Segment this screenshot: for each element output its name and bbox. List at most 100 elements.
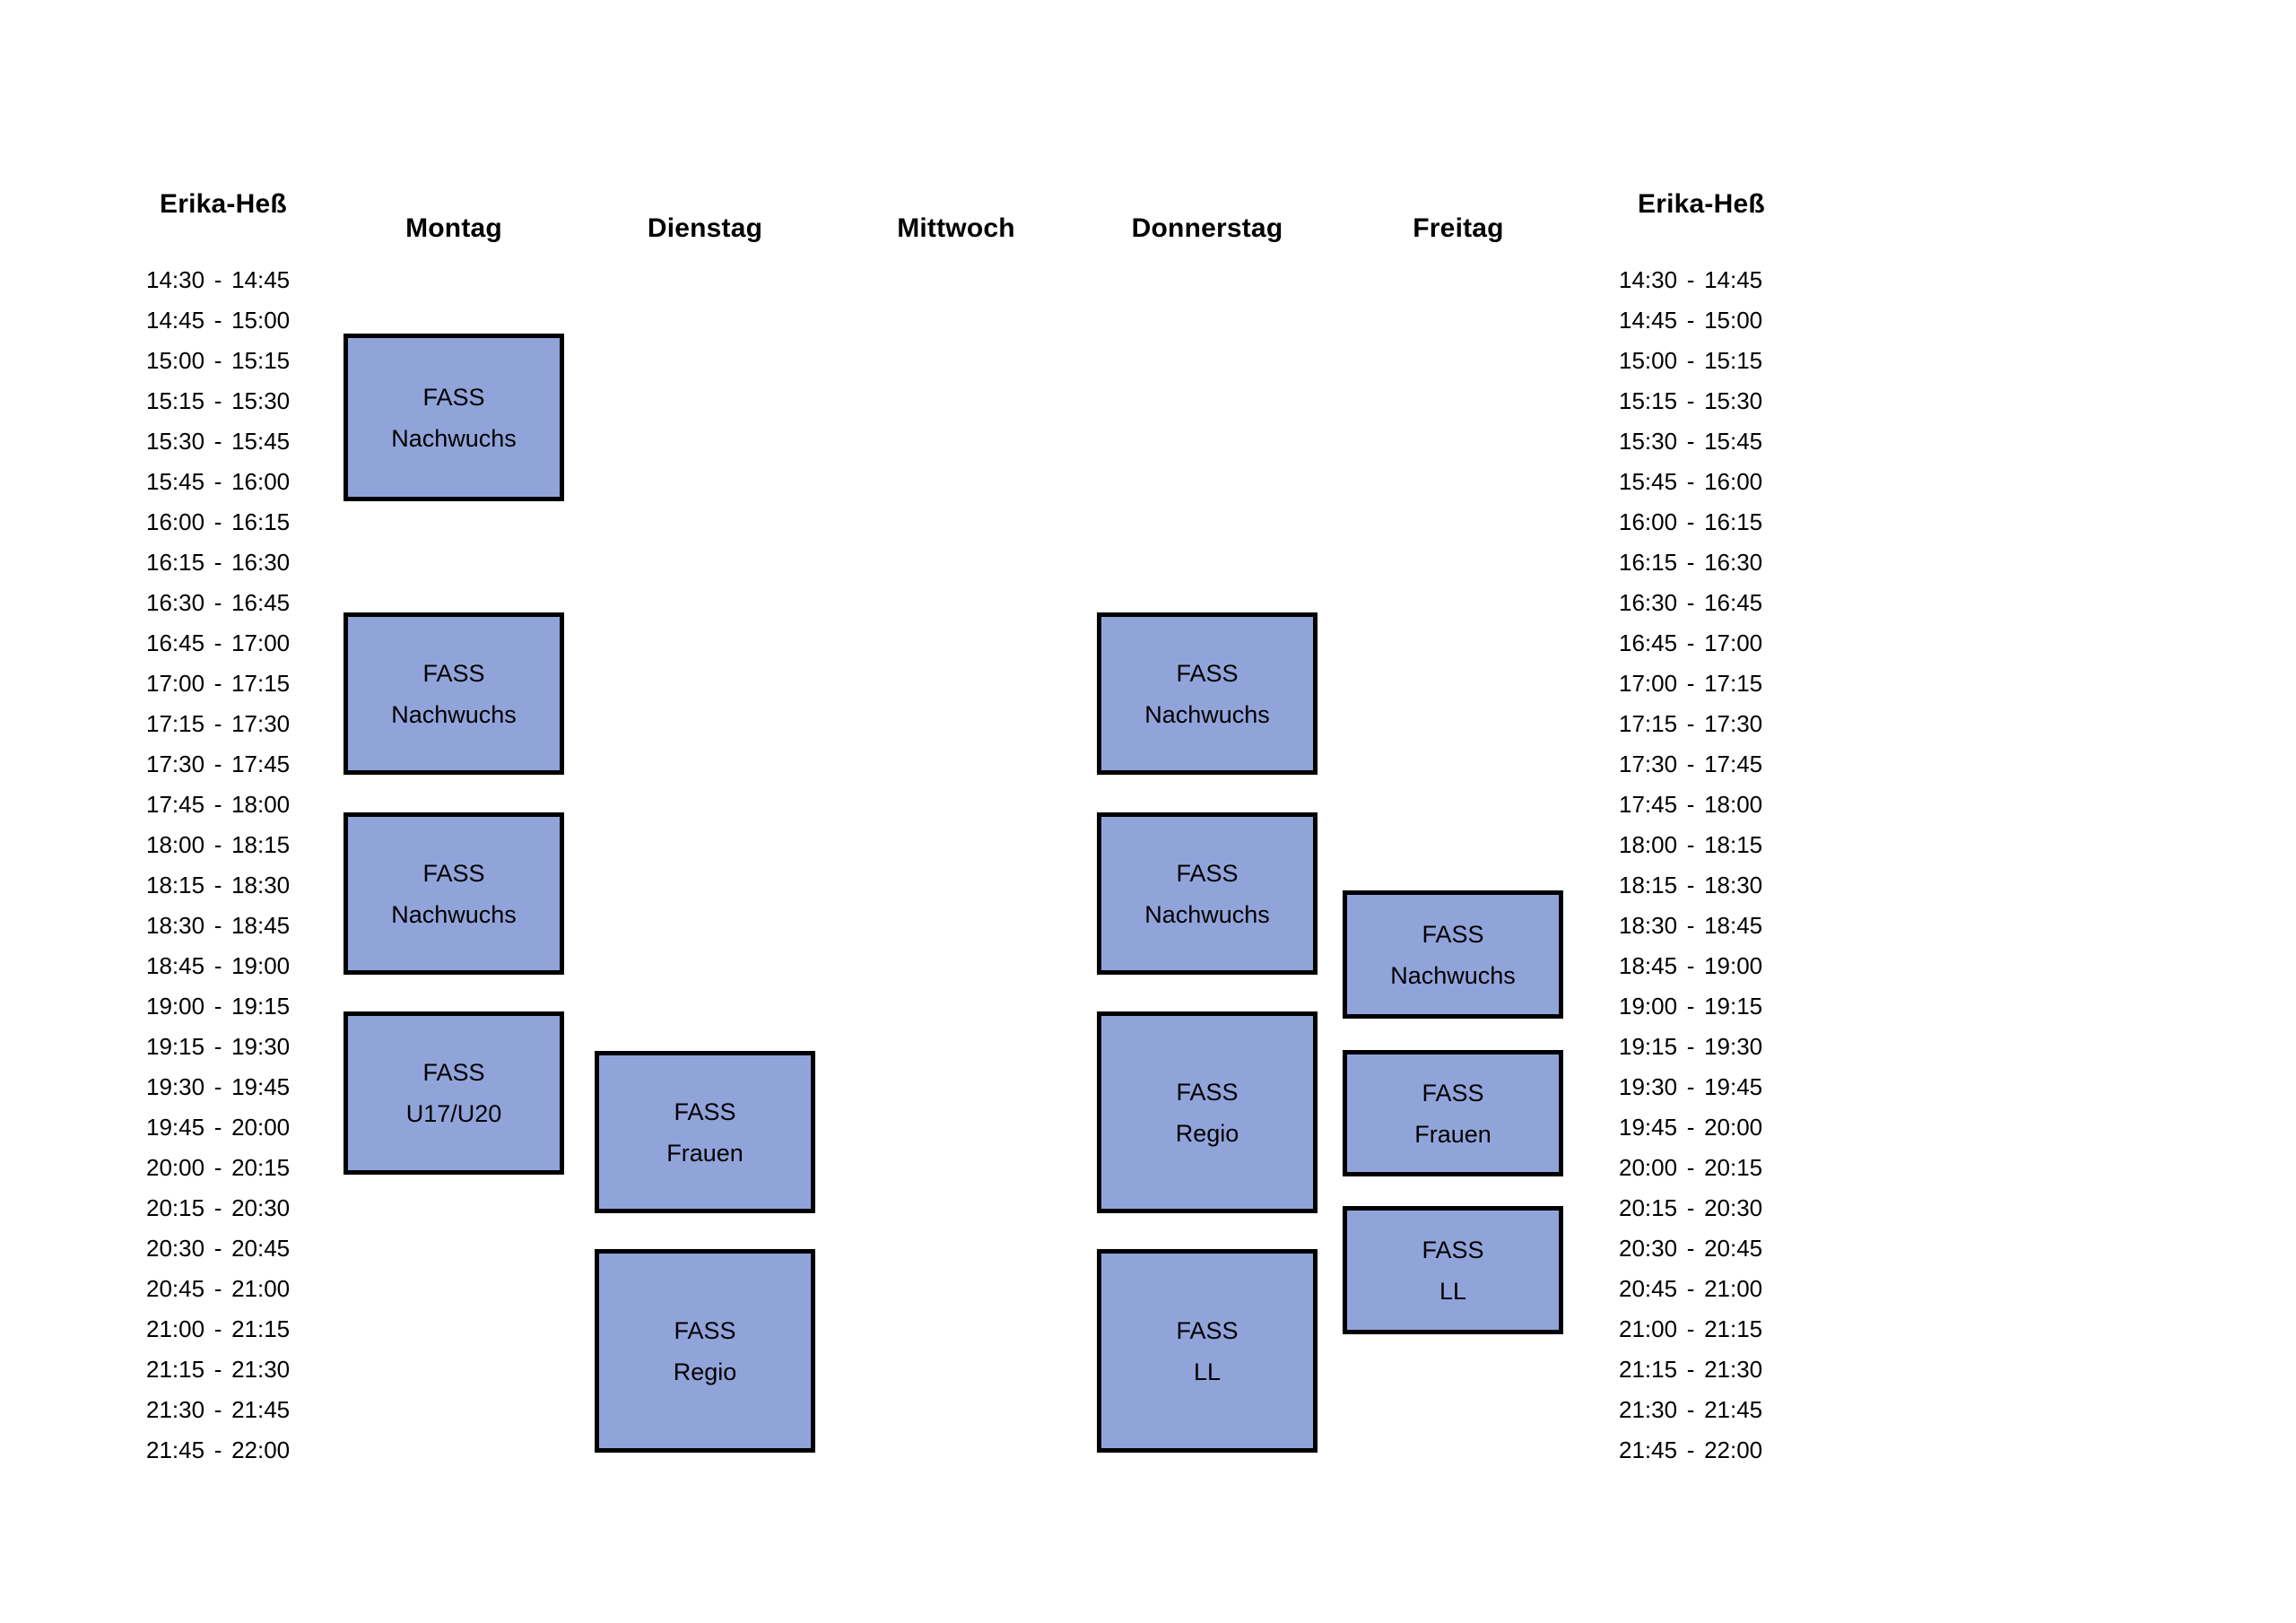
session-title: FASS [1176,859,1239,887]
day-header-donnerstag: Donnerstag [1131,213,1283,243]
time-slot-end: 18:30 [1704,872,1763,898]
time-slot-end: 16:15 [1704,508,1763,535]
time-slot-dash: - [1686,1154,1695,1181]
time-slot-dash: - [213,629,222,656]
time-slot-end: 20:30 [231,1194,291,1221]
time-slot-dash: - [213,1235,222,1262]
day-header-montag: Montag [405,213,502,243]
time-slot-end: 16:00 [231,468,291,495]
time-slot-label: 16:00-16:15 [1619,502,1843,542]
time-slot-label: 18:45-19:00 [1619,946,1843,986]
time-slot-end: 21:15 [1704,1315,1763,1342]
time-slot-end: 18:00 [231,791,291,818]
time-slot-end: 18:15 [1704,831,1763,858]
time-slot-start: 21:45 [146,1436,205,1463]
time-slot-dash: - [1686,1396,1695,1423]
time-slot-end: 18:00 [1704,791,1763,818]
time-slot-start: 17:00 [1619,670,1678,697]
time-slot-start: 17:15 [146,710,205,737]
time-slot-end: 17:00 [231,629,291,656]
time-slot-dash: - [1686,912,1695,939]
session-title: FASS [422,383,485,411]
time-slot-label: 20:30-20:45 [1619,1228,1843,1269]
time-slot-label: 18:15-18:30 [1619,865,1843,906]
time-slot-label: 21:15-21:30 [146,1350,370,1390]
time-slot-start: 17:15 [1619,710,1678,737]
time-slot-dash: - [1686,508,1695,535]
time-slot-label: 15:00-15:15 [1619,341,1843,381]
time-slot-dash: - [1686,1073,1695,1100]
time-slot-end: 17:15 [231,670,291,697]
time-slot-label: 15:15-15:30 [146,381,370,421]
time-slot-end: 20:15 [231,1154,291,1181]
time-slot-label: 20:45-21:00 [1619,1269,1843,1309]
time-slot-dash: - [1686,428,1695,455]
time-slot-end: 19:30 [231,1033,291,1060]
time-slot-label: 15:45-16:00 [1619,462,1843,502]
session-group: Frauen [1414,1120,1492,1148]
time-slot-dash: - [213,831,222,858]
time-slot-start: 21:15 [146,1356,205,1383]
time-slot-start: 21:30 [146,1396,205,1423]
time-slot-end: 16:15 [231,508,291,535]
time-slot-dash: - [213,589,222,616]
session-title: FASS [422,859,485,887]
session-group: LL [1193,1358,1222,1385]
time-slot-dash: - [1686,831,1695,858]
day-header-dienstag: Dienstag [647,213,763,243]
time-slot-label: 14:45-15:00 [146,300,370,341]
time-slot-start: 15:45 [146,468,205,495]
time-slot-start: 15:00 [146,347,205,374]
session-block[interactable]: FASS Nachwuchs [1097,612,1318,775]
time-slot-label: 16:45-17:00 [146,623,370,664]
time-slot-end: 16:45 [1704,589,1763,616]
time-slot-end: 19:45 [1704,1073,1763,1100]
time-slot-start: 15:45 [1619,468,1678,495]
time-slot-end: 17:00 [1704,629,1763,656]
time-slot-dash: - [213,387,222,414]
time-slot-start: 17:45 [146,791,205,818]
session-group: Regio [1175,1119,1239,1147]
time-slot-start: 17:30 [146,751,205,777]
time-slot-end: 19:45 [231,1073,291,1100]
time-slot-dash: - [213,1315,222,1342]
time-slot-start: 19:45 [146,1114,205,1141]
time-slot-start: 20:45 [1619,1275,1678,1302]
time-slot-dash: - [213,670,222,697]
time-slot-label: 18:45-19:00 [146,946,370,986]
time-slot-label: 20:15-20:30 [146,1188,370,1228]
time-slot-end: 22:00 [231,1436,291,1463]
time-slot-label: 21:30-21:45 [146,1390,370,1430]
time-slot-end: 20:15 [1704,1154,1763,1181]
time-slot-start: 18:45 [1619,952,1678,979]
time-slot-start: 19:30 [146,1073,205,1100]
session-group: Nachwuchs [1144,700,1270,728]
time-slot-dash: - [1686,549,1695,576]
time-slot-start: 18:00 [146,831,205,858]
time-slot-dash: - [213,993,222,1020]
time-slot-end: 20:45 [1704,1235,1763,1262]
time-slot-label: 21:15-21:30 [1619,1350,1843,1390]
session-title: FASS [1176,659,1239,687]
time-slot-label: 18:15-18:30 [146,865,370,906]
time-slot-end: 21:45 [1704,1396,1763,1423]
time-slot-end: 18:15 [231,831,291,858]
time-slot-label: 19:30-19:45 [146,1067,370,1107]
time-slot-start: 19:00 [146,993,205,1020]
time-slot-label: 18:30-18:45 [1619,906,1843,946]
time-slot-dash: - [213,1194,222,1221]
